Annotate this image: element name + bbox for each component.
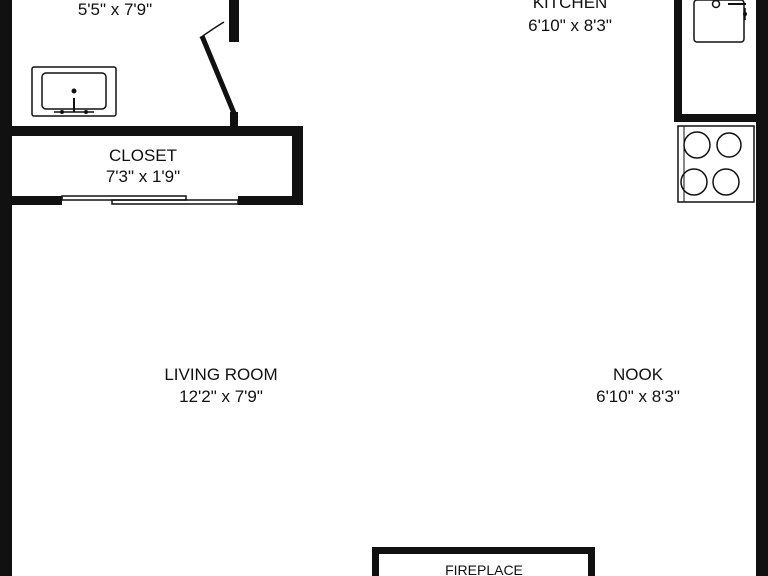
living-room-name: LIVING ROOM — [164, 365, 277, 384]
kitchen-name: KITCHEN — [533, 0, 608, 12]
closet-wall-top — [0, 126, 303, 136]
bath-dims: 5'5" x 7'9" — [78, 0, 152, 19]
wall-left — [0, 0, 12, 576]
stove-icon — [677, 125, 755, 203]
closet-dims: 7'3" x 1'9" — [106, 167, 180, 186]
fireplace — [372, 547, 595, 576]
fireplace-name: FIREPLACE — [445, 562, 523, 576]
wall-bath-right — [229, 0, 239, 42]
nook-name: NOOK — [613, 365, 664, 384]
closet-wall-bottom-left — [0, 196, 62, 205]
living-room-dims: 12'2" x 7'9" — [179, 387, 263, 406]
door-swing-icon — [199, 21, 239, 128]
kitchen-dims: 6'10" x 8'3" — [528, 16, 612, 35]
sink-icon — [31, 66, 117, 117]
closet-name: CLOSET — [109, 146, 177, 165]
kitchen-counter-wall — [674, 0, 682, 122]
sliding-door-icon — [61, 195, 239, 205]
kitchen-sink-icon — [693, 0, 747, 43]
closet-wall-right — [292, 126, 303, 205]
closet-wall-bottom-right — [238, 196, 303, 205]
nook-dims: 6'10" x 8'3" — [596, 387, 680, 406]
kitchen-counter-bottom — [674, 114, 768, 122]
wall-right — [756, 0, 768, 576]
